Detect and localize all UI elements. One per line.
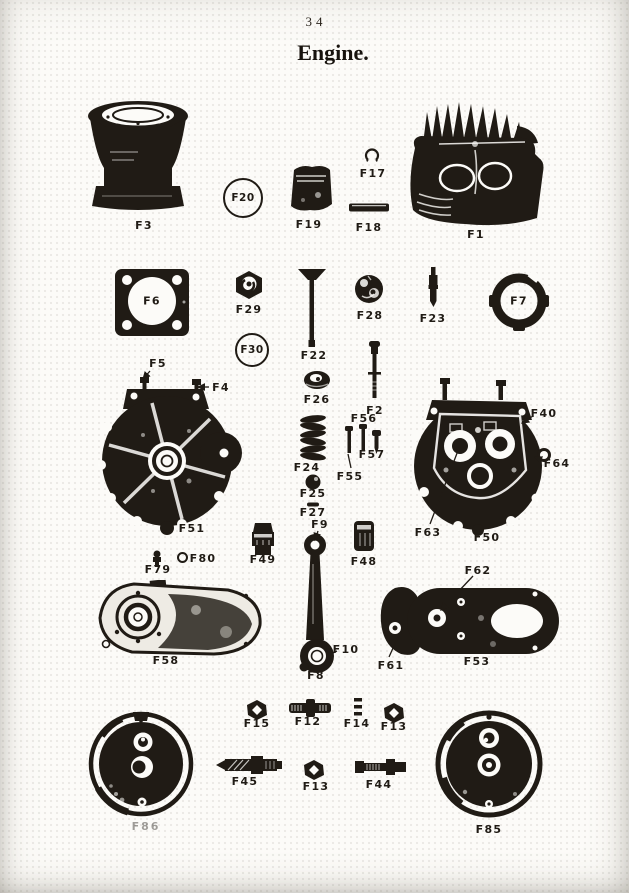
part-label-f18: F18 xyxy=(355,221,383,234)
part-f80-washer-illustration xyxy=(177,552,188,563)
part-label-f3: F3 xyxy=(135,219,153,232)
part-label-f26: F26 xyxy=(303,393,331,406)
part-label-f28: F28 xyxy=(356,309,384,322)
part-f50-crankcase-illustration xyxy=(408,378,556,536)
part-label-f9: F9 xyxy=(311,518,329,531)
part-label-f64: F64 xyxy=(543,457,571,470)
part-f24-spring-illustration xyxy=(298,414,328,462)
part-label-f30: F30 xyxy=(240,344,264,356)
part-label-f5: F5 xyxy=(149,357,167,370)
part-label-f40: F40 xyxy=(530,407,558,420)
part-label-f56: F56 xyxy=(350,412,378,425)
part-label-f63: F63 xyxy=(414,526,442,539)
part-label-f48: F48 xyxy=(350,555,378,568)
part-label-f29: F29 xyxy=(235,303,263,316)
part-f18-pin-illustration xyxy=(348,202,390,213)
part-f27-pin-illustration xyxy=(306,501,320,508)
part-f22-valve-illustration xyxy=(296,266,328,348)
part-label-f2: F2 xyxy=(366,404,384,417)
part-label-f8: F8 xyxy=(307,669,325,682)
page-number: 34 xyxy=(305,14,327,29)
part-f12-shaft-illustration xyxy=(287,698,333,718)
part-f15-nut-illustration xyxy=(246,699,268,721)
part-label-f80: F80 xyxy=(189,552,217,565)
part-f19-piston-illustration xyxy=(288,164,334,212)
part-label-f57: F57 xyxy=(358,448,386,461)
part-f23-pin-illustration xyxy=(426,266,440,308)
part-f45-shaft-illustration xyxy=(215,751,283,779)
part-f58-cover-illustration xyxy=(96,580,266,658)
part-label-f15: F15 xyxy=(243,717,271,730)
part-label-f7: F7 xyxy=(510,294,528,308)
part-label-f44: F44 xyxy=(365,778,393,791)
part-label-f10: F10 xyxy=(332,643,360,656)
part-f14-shims-illustration xyxy=(353,697,363,717)
part-label-f49: F49 xyxy=(249,553,277,566)
part-f13-nut-top-illustration xyxy=(383,702,405,724)
part-label-f24: F24 xyxy=(293,461,321,474)
part-f44-shaft-illustration xyxy=(354,754,408,780)
part-f51-crankcase-illustration xyxy=(93,385,245,535)
part-f1-cylinder-head-illustration xyxy=(405,98,545,230)
part-f79-screw-illustration xyxy=(150,550,164,568)
part-f17-circlip-illustration xyxy=(364,148,380,163)
part-label-f19: F19 xyxy=(295,218,323,231)
part-label-f1: F1 xyxy=(467,228,485,241)
part-label-f4: F4 xyxy=(212,381,230,394)
part-label-f22: F22 xyxy=(300,349,328,362)
part-f28-cap-illustration xyxy=(354,273,384,307)
part-f55-f56-f57-screws-illustration xyxy=(342,422,384,462)
part-label-f85: F85 xyxy=(475,823,503,836)
part-f8-connecting-rod-illustration xyxy=(296,534,348,676)
part-f29-nut-illustration xyxy=(234,270,264,300)
part-label-f58: F58 xyxy=(152,654,180,667)
part-f7-ring-illustration xyxy=(489,271,549,331)
part-label-f25: F25 xyxy=(299,487,327,500)
part-f6-plate-illustration xyxy=(114,268,190,338)
part-label-f61: F61 xyxy=(377,659,405,672)
part-f53-cover-illustration xyxy=(377,574,563,666)
part-label-f13-top: F13 xyxy=(380,720,408,733)
part-label-f53: F53 xyxy=(463,655,491,668)
page-title: Engine. xyxy=(297,40,369,65)
part-label-f17: F17 xyxy=(359,167,387,180)
part-label-f55: F55 xyxy=(336,470,364,483)
part-label-f86: F86 xyxy=(131,820,161,833)
part-label-f79: F79 xyxy=(144,563,172,576)
part-f49-bush-illustration xyxy=(250,522,276,556)
part-f26-gland-illustration xyxy=(302,370,332,390)
part-label-f50: F50 xyxy=(473,531,501,544)
part-label-f27: F27 xyxy=(299,506,327,519)
part-label-f62: F62 xyxy=(464,564,492,577)
part-f86-flywheel-illustration xyxy=(88,706,194,824)
part-label-f6: F6 xyxy=(143,294,161,308)
part-label-f14: F14 xyxy=(343,717,371,730)
part-f2-bolt-illustration xyxy=(366,340,384,402)
part-label-f20: F20 xyxy=(231,192,255,204)
part-f13-nut-bottom-illustration xyxy=(303,759,325,781)
part-f48-bush-illustration xyxy=(352,520,376,552)
part-label-f12: F12 xyxy=(294,715,322,728)
part-label-f51: F51 xyxy=(178,522,206,535)
part-f30-ring-illustration: F30 xyxy=(235,333,269,367)
part-label-f45: F45 xyxy=(231,775,259,788)
part-label-f23: F23 xyxy=(419,312,447,325)
part-f85-flywheel-illustration xyxy=(435,706,543,824)
part-f3-cylinder-illustration xyxy=(86,100,190,218)
part-label-f13-bottom: F13 xyxy=(302,780,330,793)
part-f25-ball-illustration xyxy=(305,474,321,490)
part-f20-ring-illustration: F20 xyxy=(223,178,263,218)
